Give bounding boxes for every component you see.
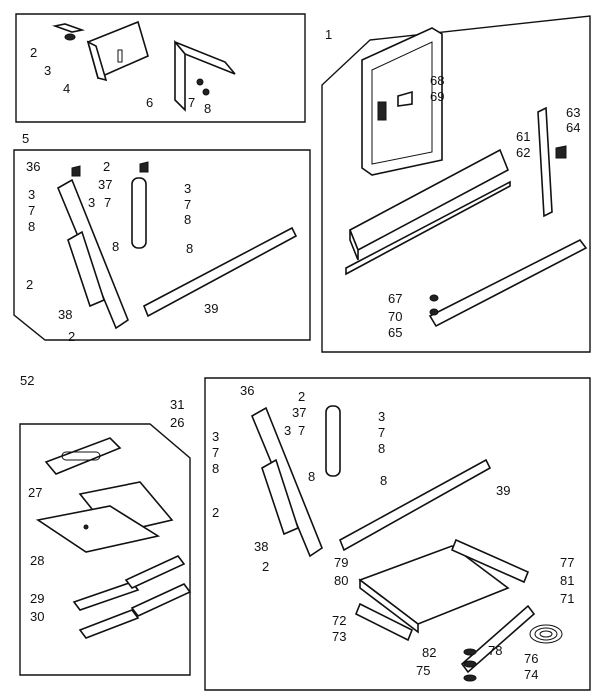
label-2: 2: [26, 277, 34, 292]
label-5: 5: [22, 131, 30, 146]
label-7: 7: [298, 423, 306, 438]
label-8: 8: [28, 219, 36, 234]
label-75: 75: [416, 663, 431, 678]
side-panel-assembly-lower: [250, 405, 492, 558]
label-80: 80: [334, 573, 349, 588]
label-8: 8: [308, 469, 316, 484]
label-71: 71: [560, 591, 575, 606]
label-2: 2: [212, 505, 220, 520]
label-77: 77: [560, 555, 575, 570]
label-70: 70: [388, 309, 403, 324]
label-2: 2: [68, 329, 76, 344]
power-cord-part: [529, 624, 563, 644]
label-64: 64: [566, 120, 581, 135]
label-79: 79: [334, 555, 349, 570]
side-strip-parts: [72, 555, 192, 639]
label-72: 72: [332, 613, 347, 628]
label-38: 38: [254, 539, 269, 554]
label-81: 81: [560, 573, 575, 588]
label-8: 8: [378, 441, 386, 456]
panel-bottom-left: [19, 423, 191, 676]
label-39: 39: [496, 483, 511, 498]
label-7: 7: [378, 425, 386, 440]
foam-seal-part: [345, 148, 511, 276]
label-7: 7: [184, 197, 192, 212]
label-2: 2: [30, 45, 38, 60]
label-8: 8: [380, 473, 388, 488]
label-8: 8: [112, 239, 120, 254]
label-67: 67: [388, 291, 403, 306]
gasket-part: [44, 437, 122, 475]
label-78: 78: [488, 643, 503, 658]
label-31: 31: [170, 397, 185, 412]
label-4: 4: [63, 81, 71, 96]
label-74: 74: [524, 667, 539, 682]
label-61: 61: [516, 129, 531, 144]
cover-plate-part: [86, 20, 149, 82]
side-panel-assembly-upper: [56, 161, 298, 330]
chassis-tray-part: [358, 545, 510, 634]
label-3: 3: [378, 409, 386, 424]
label-7: 7: [212, 445, 220, 460]
label-26: 26: [170, 415, 185, 430]
label-6: 6: [146, 95, 154, 110]
support-rail-parts: [354, 538, 536, 674]
label-30: 30: [30, 609, 45, 624]
label-7: 7: [188, 95, 196, 110]
label-69: 69: [430, 89, 445, 104]
vertical-channel-part: [537, 106, 567, 218]
filter-plate-part: [35, 481, 174, 553]
label-3: 3: [284, 423, 292, 438]
label-8: 8: [186, 241, 194, 256]
label-8: 8: [212, 461, 220, 476]
label-76: 76: [524, 651, 539, 666]
label-3: 3: [184, 181, 192, 196]
label-62: 62: [516, 145, 531, 160]
label-3: 3: [212, 429, 220, 444]
label-36: 36: [26, 159, 41, 174]
label-28: 28: [30, 553, 45, 568]
sill-rail-part: [428, 238, 588, 328]
label-39: 39: [204, 301, 219, 316]
label-37: 37: [292, 405, 307, 420]
window-frame-part: [361, 27, 443, 176]
label-63: 63: [566, 105, 581, 120]
label-82: 82: [422, 645, 437, 660]
label-2: 2: [103, 159, 111, 174]
label-1: 1: [325, 27, 333, 42]
panel-mid-left: [13, 149, 311, 341]
corner-bracket-part: [174, 39, 236, 112]
label-73: 73: [332, 629, 347, 644]
label-36: 36: [240, 383, 255, 398]
label-3: 3: [28, 187, 36, 202]
panel-top-left: [15, 13, 306, 123]
label-3: 3: [44, 63, 52, 78]
label-2: 2: [262, 559, 270, 574]
panel-bottom-right: [204, 377, 591, 691]
label-8: 8: [204, 101, 212, 116]
label-3: 3: [88, 195, 96, 210]
label-7: 7: [104, 195, 112, 210]
label-68: 68: [430, 73, 445, 88]
hardware-stack-part: [463, 648, 477, 682]
panel-right-top: [321, 15, 591, 353]
label-8: 8: [184, 212, 192, 227]
label-7: 7: [28, 203, 36, 218]
label-27: 27: [28, 485, 43, 500]
label-2: 2: [298, 389, 306, 404]
label-52: 52: [20, 373, 35, 388]
label-37: 37: [98, 177, 113, 192]
screw-part: [51, 23, 86, 41]
label-65: 65: [388, 325, 403, 340]
label-38: 38: [58, 307, 73, 322]
label-29: 29: [30, 591, 45, 606]
